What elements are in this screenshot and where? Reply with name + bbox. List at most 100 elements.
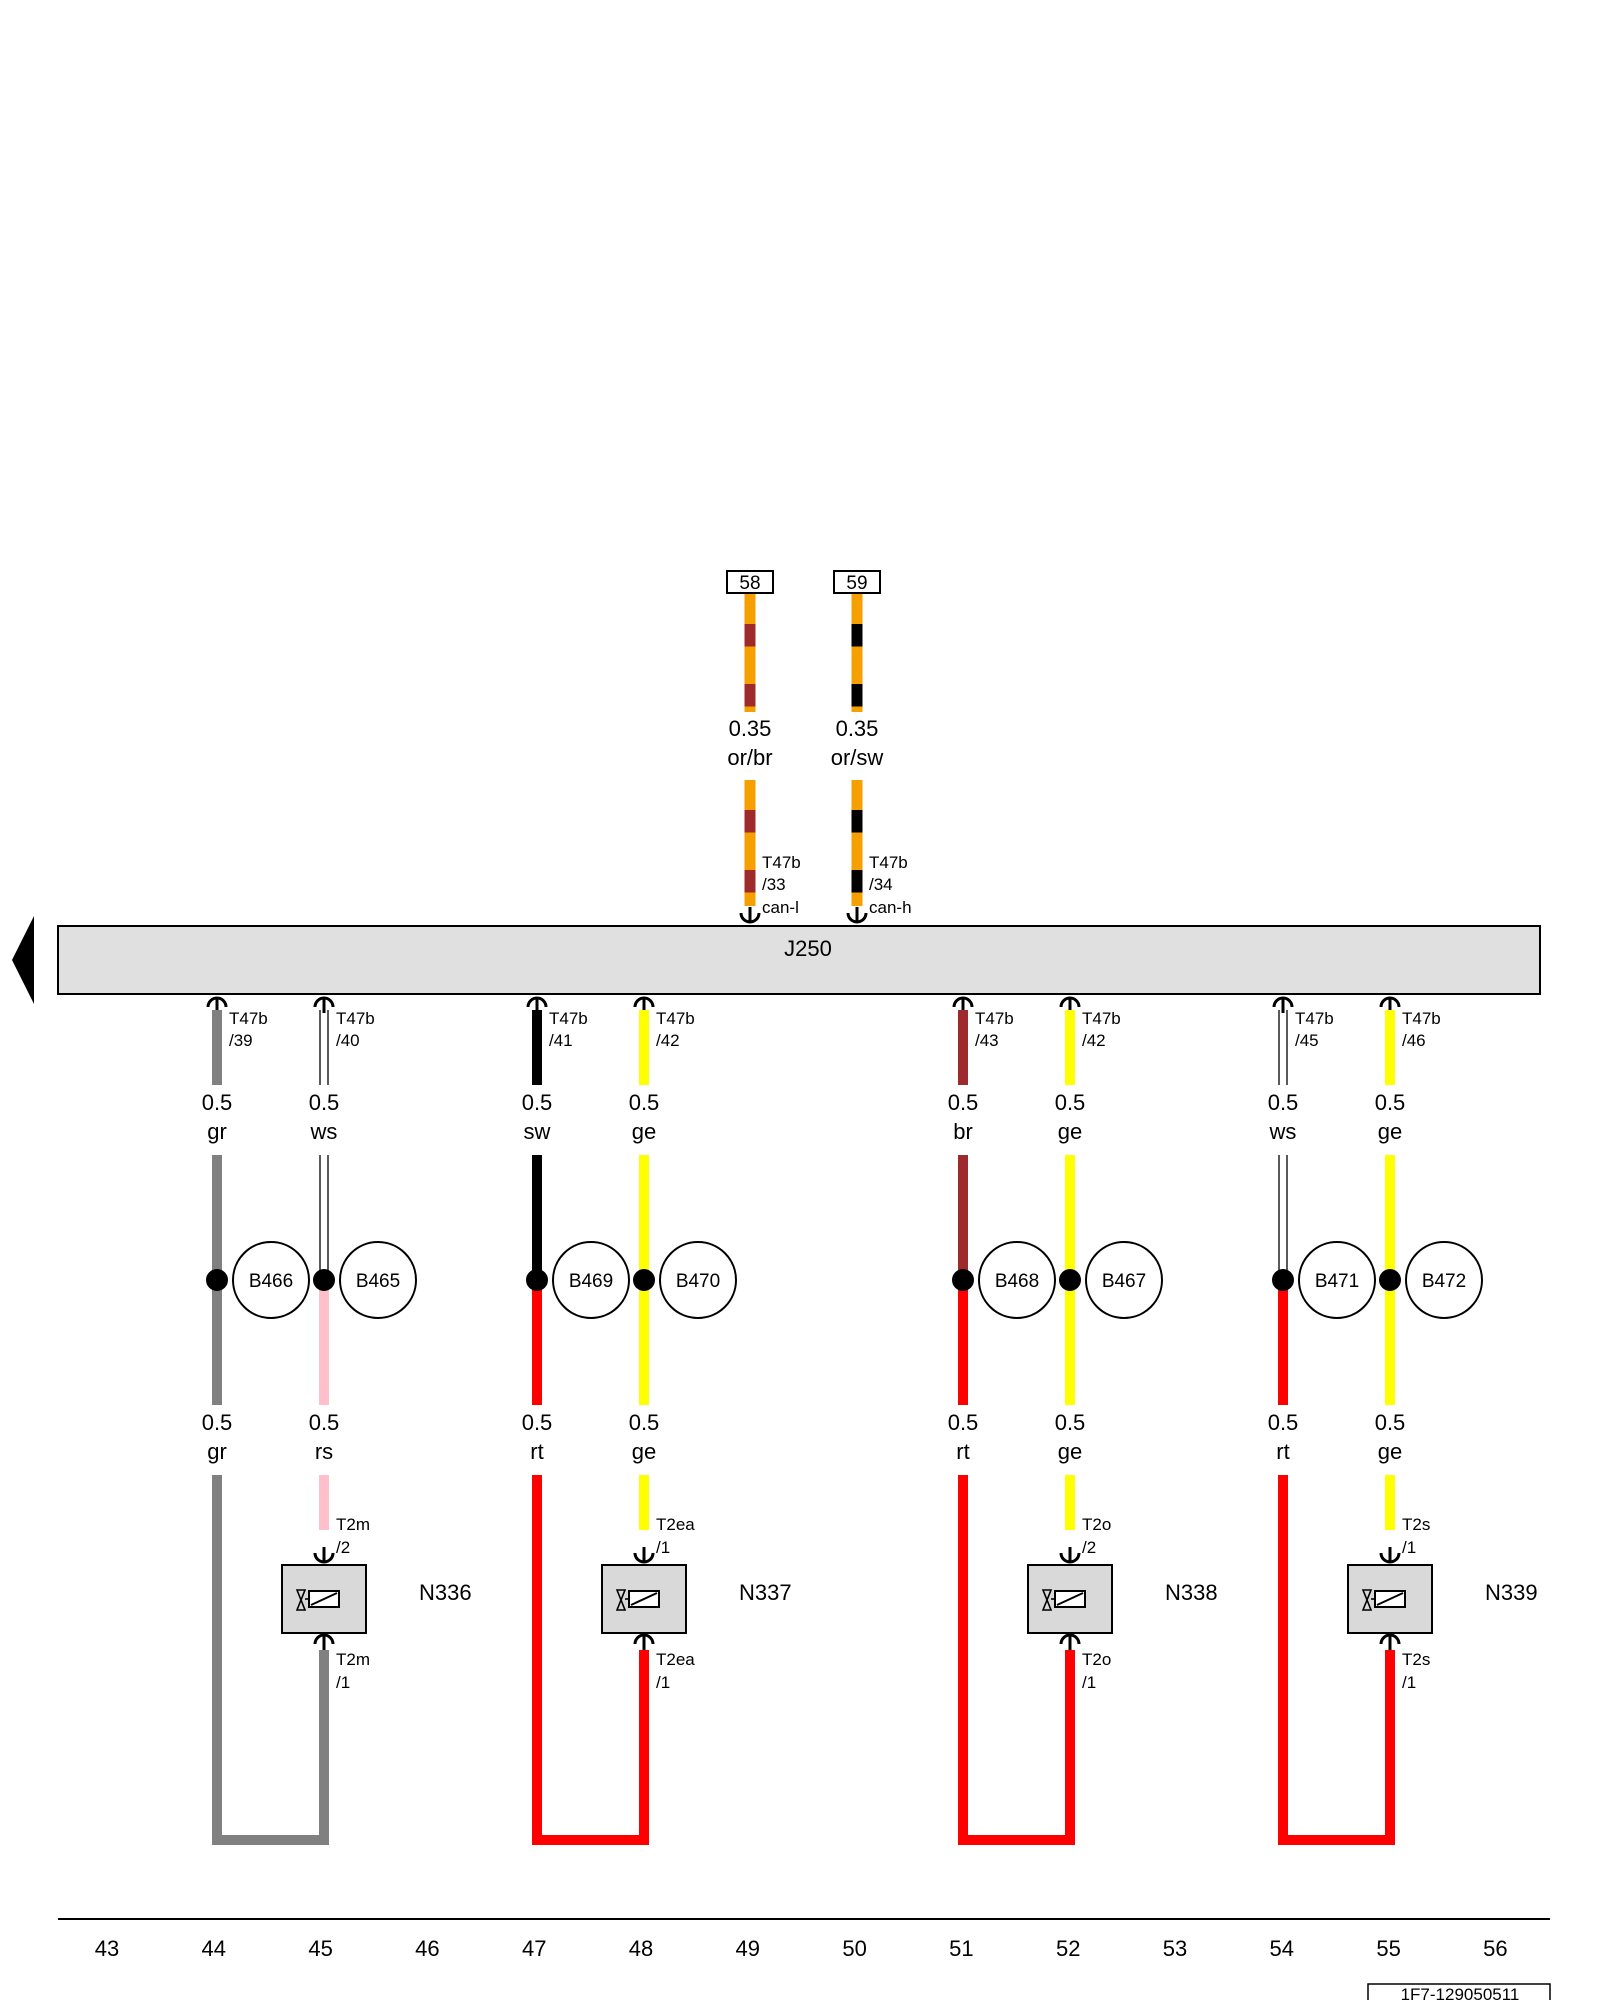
splice-circle-right bbox=[339, 1241, 417, 1319]
pin-connector: T47b bbox=[549, 1009, 588, 1028]
wire-size-bot: 0.5 bbox=[522, 1410, 553, 1435]
channel-n337: T47b/410.5swB4690.5rtT47b/420.5geB4700.5… bbox=[522, 996, 792, 1845]
solenoid-label: N339 bbox=[1485, 1580, 1538, 1605]
ref-label: 58 bbox=[739, 573, 760, 594]
solenoid-top-number: /1 bbox=[656, 1538, 670, 1557]
wire-size-bot: 0.5 bbox=[1268, 1410, 1299, 1435]
coil-slash bbox=[1376, 1592, 1404, 1606]
splice-label: B472 bbox=[1422, 1271, 1466, 1292]
wire-color-bot: rt bbox=[956, 1439, 969, 1464]
channel-n336: T47b/390.5grB4660.5grT47b/400.5wsB4650.5… bbox=[202, 996, 472, 1845]
pin-connector: T47b bbox=[1082, 1009, 1121, 1028]
pin-number: /45 bbox=[1295, 1031, 1319, 1050]
solenoid-top-connector: T2ea bbox=[656, 1515, 695, 1534]
wire-size-top: 0.5 bbox=[202, 1090, 233, 1115]
valve-symbol bbox=[1041, 1589, 1053, 1611]
pin-number: /43 bbox=[975, 1031, 999, 1050]
column-number: 53 bbox=[1163, 1936, 1187, 1961]
column-number: 51 bbox=[949, 1936, 973, 1961]
solenoid-label: N338 bbox=[1165, 1580, 1218, 1605]
splice-label: B466 bbox=[249, 1271, 293, 1292]
splice-circle-right bbox=[1405, 1241, 1483, 1319]
channel-n338: T47b/430.5brB4680.5rtT47b/420.5geB4670.5… bbox=[948, 996, 1218, 1845]
pin-connector: T47b bbox=[656, 1009, 695, 1028]
solenoid-bottom-connector: T2m bbox=[336, 1650, 370, 1669]
splice-label: B465 bbox=[356, 1271, 400, 1292]
solenoid-valve-icon bbox=[1041, 1589, 1086, 1611]
wire-size-bot: 0.5 bbox=[1375, 1410, 1406, 1435]
wire-size-bot: 0.5 bbox=[948, 1410, 979, 1435]
splice-dot-right bbox=[1379, 1269, 1401, 1291]
solenoid-bottom-number: /1 bbox=[1402, 1673, 1416, 1692]
wire-size-bot: 0.5 bbox=[1055, 1410, 1086, 1435]
channel-n339: T47b/450.5wsB4710.5rtT47b/460.5geB4720.5… bbox=[1268, 996, 1538, 1845]
wire-color-top: sw bbox=[524, 1119, 551, 1144]
splice-label: B470 bbox=[676, 1271, 720, 1292]
doc-id: 1F7-129050511 bbox=[1401, 1985, 1520, 2000]
valve-symbol bbox=[295, 1589, 307, 1611]
valve-symbol bbox=[1361, 1589, 1373, 1611]
column-number: 48 bbox=[629, 1936, 653, 1961]
column-number: 43 bbox=[95, 1936, 119, 1961]
pin-number: /33 bbox=[762, 875, 786, 894]
coil-slash bbox=[1056, 1592, 1084, 1606]
splice-circle-left bbox=[978, 1241, 1056, 1319]
splice-dot-left bbox=[1272, 1269, 1294, 1291]
splice-dot-right bbox=[313, 1269, 335, 1291]
column-number: 54 bbox=[1270, 1936, 1294, 1961]
wire-size: 0.35 bbox=[836, 716, 879, 741]
wire-color-top: ge bbox=[632, 1119, 656, 1144]
column-number: 55 bbox=[1376, 1936, 1400, 1961]
solenoid-bottom-number: /1 bbox=[656, 1673, 670, 1692]
wire-color-top: br bbox=[953, 1119, 973, 1144]
solenoid-top-number: /2 bbox=[1082, 1538, 1096, 1557]
wire-color-top: ws bbox=[1269, 1119, 1297, 1144]
splice-label: B468 bbox=[995, 1271, 1039, 1292]
solenoid-label: N337 bbox=[739, 1580, 792, 1605]
wire-size-bot: 0.5 bbox=[629, 1410, 660, 1435]
wire-color-bot: ge bbox=[1058, 1439, 1082, 1464]
wire-color-bot: rt bbox=[530, 1439, 543, 1464]
pin-signal: can-l bbox=[762, 898, 799, 917]
pin-number: /34 bbox=[869, 875, 893, 894]
pin-connector: T47b bbox=[975, 1009, 1014, 1028]
column-number: 50 bbox=[842, 1936, 866, 1961]
solenoid-top-number: /1 bbox=[1402, 1538, 1416, 1557]
wire-color-bot: rt bbox=[1276, 1439, 1289, 1464]
solenoid-bottom-connector: T2s bbox=[1402, 1650, 1430, 1669]
splice-circle-left bbox=[232, 1241, 310, 1319]
solenoid-bottom-number: /1 bbox=[336, 1673, 350, 1692]
wire-size-top: 0.5 bbox=[1268, 1090, 1299, 1115]
pin-connector: T47b bbox=[762, 853, 801, 872]
ref-box-58 bbox=[726, 570, 774, 594]
pin-connector: T47b bbox=[336, 1009, 375, 1028]
coil-slash bbox=[630, 1592, 658, 1606]
column-number: 47 bbox=[522, 1936, 546, 1961]
pin-number: /42 bbox=[1082, 1031, 1106, 1050]
column-number: 44 bbox=[202, 1936, 226, 1961]
solenoid-label: N336 bbox=[419, 1580, 472, 1605]
coil-slash bbox=[310, 1592, 338, 1606]
valve-symbol bbox=[615, 1589, 627, 1611]
continuation-arrow-icon bbox=[12, 916, 34, 1004]
splice-dot-left bbox=[206, 1269, 228, 1291]
pin-signal: can-h bbox=[869, 898, 912, 917]
splice-circle-right bbox=[1085, 1241, 1163, 1319]
pin-number: /40 bbox=[336, 1031, 360, 1050]
wire-color: or/sw bbox=[831, 745, 884, 770]
module-j250: J250 bbox=[12, 916, 1541, 1004]
splice-circle-right bbox=[659, 1241, 737, 1319]
column-number: 56 bbox=[1483, 1936, 1507, 1961]
wire-color-top: gr bbox=[207, 1119, 227, 1144]
ref-box-59 bbox=[833, 570, 881, 594]
splice-dot-left bbox=[952, 1269, 974, 1291]
wire-size-top: 0.5 bbox=[629, 1090, 660, 1115]
solenoid-valve-icon bbox=[615, 1589, 660, 1611]
wire-size-top: 0.5 bbox=[948, 1090, 979, 1115]
column-number: 45 bbox=[308, 1936, 332, 1961]
wire-color-bot: ge bbox=[632, 1439, 656, 1464]
wire-size-bot: 0.5 bbox=[202, 1410, 233, 1435]
ref-label: 59 bbox=[846, 573, 867, 594]
